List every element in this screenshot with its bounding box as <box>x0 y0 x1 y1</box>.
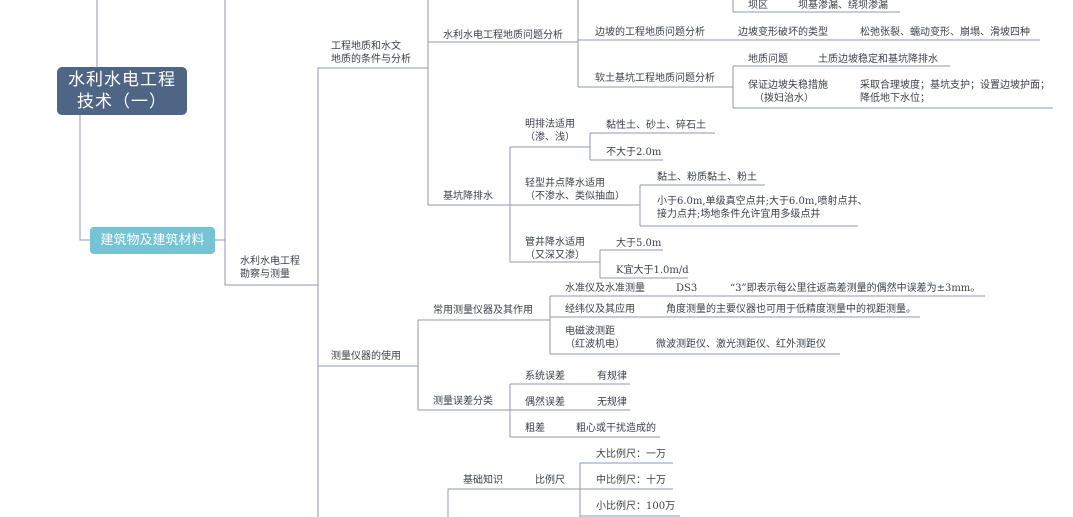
node-edm-note[interactable]: 微波测距仪、激光测距仪、红外测距仪 <box>656 339 826 350</box>
node-tube-k[interactable]: K宜大于1.0m/d <box>616 265 689 276</box>
node-common-instr[interactable]: 常用测量仪器及其作用 <box>433 305 533 316</box>
node-rand-rule[interactable]: 无规律 <box>597 397 627 408</box>
node-tube-well-line1: 管井降水适用 <box>525 237 585 248</box>
node-light-well-line1: 轻型井点降水适用 <box>525 178 605 189</box>
node-survey-line1: 水利水电工程 <box>240 256 300 267</box>
node-gross-err[interactable]: 粗差 <box>525 423 545 434</box>
node-light-well-line2: （不渗水、类似抽血） <box>525 191 625 202</box>
node-survey-line2: 勘察与测量 <box>240 269 290 280</box>
node-edm-line1: 电磁波测距 <box>565 326 615 337</box>
node-light-limit-line2: 接力点井;场地条件允许宜用多级点井 <box>657 209 821 220</box>
node-slope-measure-line1: 保证边坡失稳措施 <box>748 80 828 91</box>
node-theodolite[interactable]: 经纬仪及其应用 <box>565 304 635 315</box>
node-level-model[interactable]: DS3 <box>676 283 698 294</box>
connector-survey-branch <box>224 0 318 286</box>
node-slope-measure-detail-line2: 降低地下水位； <box>860 93 930 104</box>
node-edm-line2: （红波机电） <box>565 339 625 350</box>
node-gross-cause[interactable]: 粗心或干扰造成的 <box>576 423 656 434</box>
node-geology-line1: 工程地质和水文 <box>331 41 401 52</box>
node-error-class[interactable]: 测量误差分类 <box>433 396 493 407</box>
node-problem-analysis[interactable]: 水利水电工程地质问题分析 <box>443 30 563 41</box>
node-open-drain[interactable]: 明排法适用 （渗、浅） <box>525 118 575 144</box>
node-slope[interactable]: 边坡的工程地质问题分析 <box>595 27 705 38</box>
node-rand-err[interactable]: 偶然误差 <box>525 397 565 408</box>
node-level-note[interactable]: “3”即表示每公里往返高差测量的偶然中误差为±3mm。 <box>730 283 981 294</box>
root-topic-line1: 水利水电工程 <box>68 70 176 90</box>
node-open-limit[interactable]: 不大于2.0m <box>606 147 662 158</box>
node-geo-issue[interactable]: 地质问题 <box>748 54 788 65</box>
node-scale-small[interactable]: 小比例尺：100万 <box>596 501 676 512</box>
node-slope-measure-detail-line1: 采取合理坡度；基坑支护；设置边坡护面； <box>860 80 1050 91</box>
node-dam-area-detail[interactable]: 坝基渗漏、绕坝渗漏 <box>798 0 888 11</box>
node-slope-measure-detail[interactable]: 采取合理坡度；基坑支护；设置边坡护面； 降低地下水位； <box>860 79 1050 105</box>
node-dam-area[interactable]: 坝区 <box>748 0 768 11</box>
node-theodolite-note[interactable]: 角度测量的主要仪器也可用于低精度测量中的视距测量。 <box>666 304 916 315</box>
node-survey[interactable]: 水利水电工程 勘察与测量 <box>240 255 300 281</box>
node-open-drain-line1: 明排法适用 <box>525 119 575 130</box>
node-soft-soil[interactable]: 软土基坑工程地质问题分析 <box>595 73 715 84</box>
node-level[interactable]: 水准仪及水准测量 <box>565 283 645 294</box>
node-light-limit[interactable]: 小于6.0m,单级真空点井;大于6.0m,喷射点井、 接力点井;场地条件允许宜用… <box>657 195 868 221</box>
node-tube-limit[interactable]: 大于5.0m <box>616 238 662 249</box>
node-scale-mid[interactable]: 中比例尺：十万 <box>596 475 666 486</box>
connector-dam <box>732 0 900 13</box>
node-sys-err[interactable]: 系统误差 <box>525 371 565 382</box>
node-sys-rule[interactable]: 有规律 <box>597 371 627 382</box>
node-light-well[interactable]: 轻型井点降水适用 （不渗水、类似抽血） <box>525 177 625 203</box>
node-scale-large[interactable]: 大比例尺：一万 <box>596 449 666 460</box>
node-geology[interactable]: 工程地质和水文 地质的条件与分析 <box>331 40 411 66</box>
node-basics[interactable]: 基础知识 <box>463 475 503 486</box>
node-tube-well[interactable]: 管井降水适用 （又深又渗） <box>525 236 585 262</box>
node-slope-measure[interactable]: 保证边坡失稳措施 （拨妇治水） <box>748 79 828 105</box>
node-scale[interactable]: 比例尺 <box>535 475 565 486</box>
root-topic[interactable]: 水利水电工程 技术（一） <box>57 67 187 115</box>
node-instrument-use[interactable]: 测量仪器的使用 <box>331 351 401 362</box>
node-slope-measure-line2: （拨妇治水） <box>754 93 814 104</box>
node-geology-line2: 地质的条件与分析 <box>331 54 411 65</box>
node-light-limit-line1: 小于6.0m,单级真空点井;大于6.0m,喷射点井、 <box>657 196 868 207</box>
node-open-drain-line2: （渗、浅） <box>525 132 575 143</box>
node-geo-issue-detail[interactable]: 土质边坡稳定和基坑降排水 <box>818 54 938 65</box>
connector-root-to-sub <box>79 115 90 241</box>
node-slope-types[interactable]: 边坡变形破坏的类型 <box>738 27 828 38</box>
root-topic-line2: 技术（一） <box>77 92 167 112</box>
sub-topic-building[interactable]: 建筑物及建筑材料 <box>90 227 215 254</box>
node-tube-well-line2: （又深又渗） <box>525 250 585 261</box>
node-open-soil[interactable]: 黏性土、砂土、碎石土 <box>606 120 706 131</box>
node-pit-drainage[interactable]: 基坑降排水 <box>443 191 493 202</box>
connector-basics <box>447 488 580 517</box>
connector-geology <box>317 67 428 285</box>
node-light-soil[interactable]: 黏土、粉质黏土、粉土 <box>657 172 757 183</box>
node-slope-types-detail[interactable]: 松弛张裂、蠕动变形、崩塌、滑坡四种 <box>860 27 1030 38</box>
node-edm[interactable]: 电磁波测距 （红波机电） <box>565 325 625 351</box>
